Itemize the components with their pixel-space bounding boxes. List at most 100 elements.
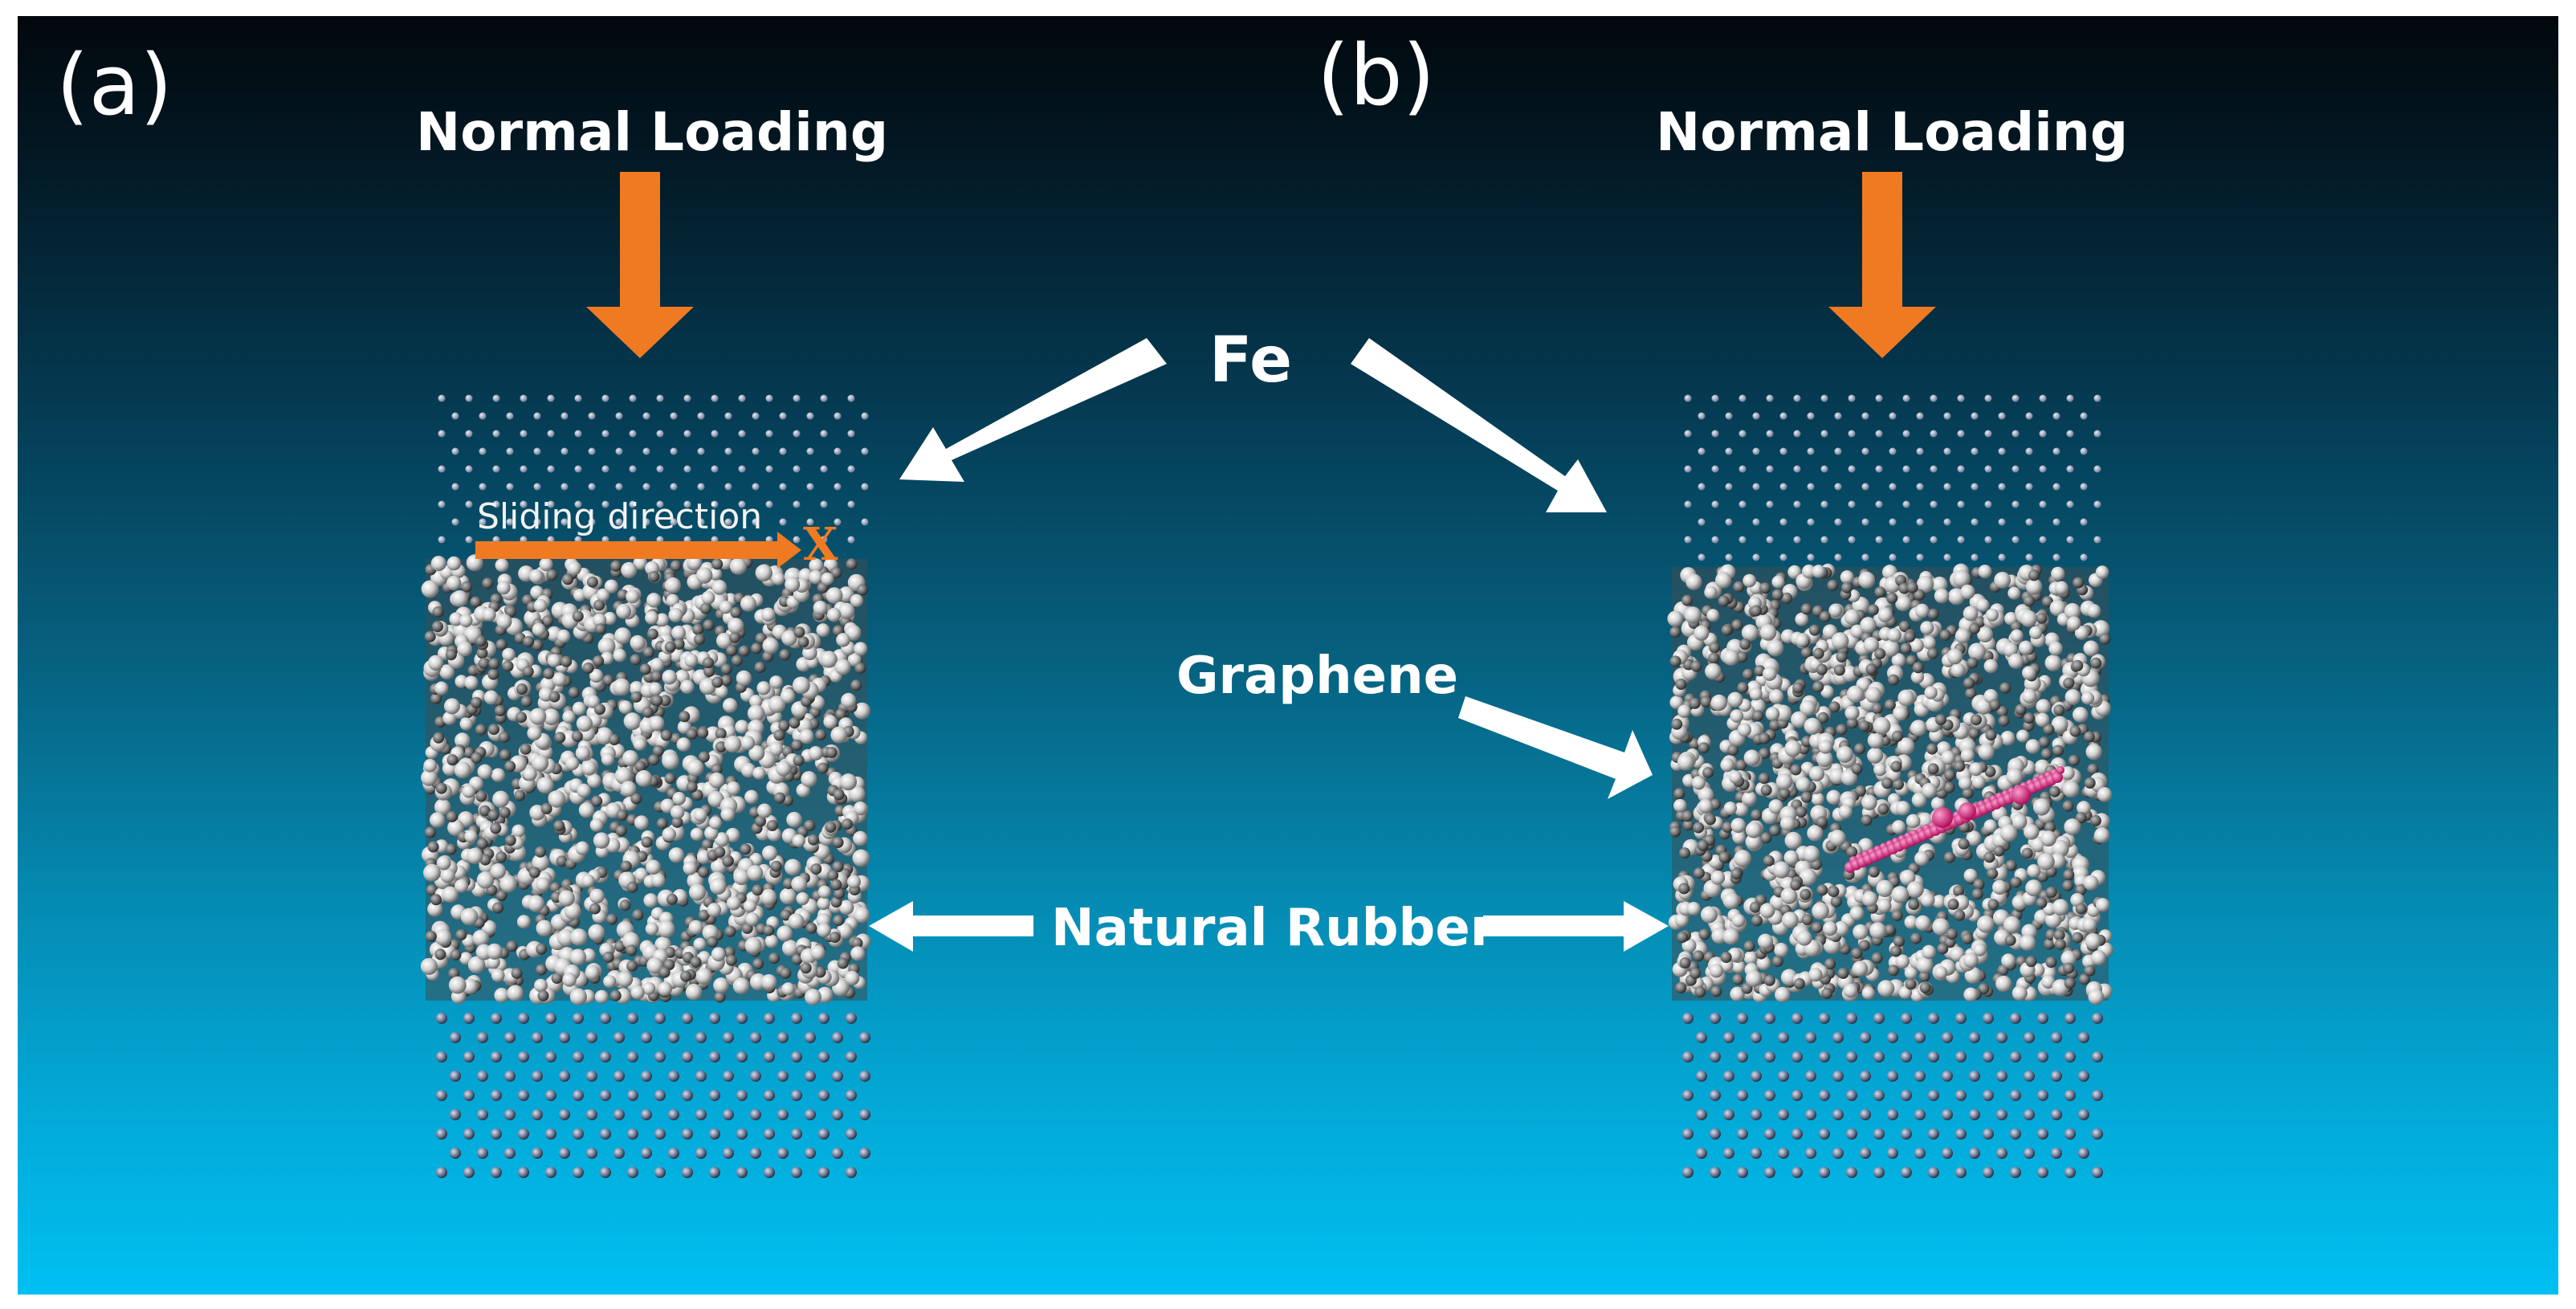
rubber-atom	[1681, 594, 1694, 606]
rubber-atom	[1861, 814, 1873, 826]
rubber-atom	[726, 781, 740, 796]
rubber-atom	[766, 820, 778, 831]
rubber-atom	[823, 715, 838, 729]
rubber-atom	[655, 613, 670, 627]
fe-atom	[1791, 1090, 1803, 1101]
fe-atom	[600, 1167, 611, 1178]
rubber-atom	[704, 826, 719, 841]
fe-atom	[1778, 1070, 1789, 1082]
rubber-atom	[1852, 960, 1869, 977]
fe-atom	[1725, 412, 1733, 420]
fe-atom	[2037, 1051, 2048, 1062]
rubber-atom	[707, 903, 722, 917]
fe-atom	[1916, 518, 1924, 526]
fe-atom	[491, 1013, 502, 1024]
rubber-atom	[1812, 902, 1830, 920]
fe-atom	[2025, 518, 2033, 526]
rubber-atom	[731, 654, 743, 667]
rubber-atom	[1775, 773, 1793, 790]
fe-atom	[818, 1013, 829, 1024]
rubber-atom	[1963, 606, 1979, 622]
fe-atom	[2024, 1148, 2035, 1159]
rubber-atom	[635, 769, 653, 787]
rubber-atom	[532, 854, 550, 871]
fe-atom	[1914, 1032, 1926, 1043]
rubber-atom	[535, 846, 546, 858]
fe-atom	[573, 1090, 584, 1101]
rubber-atom	[449, 612, 463, 626]
rubber-atom	[462, 785, 476, 798]
rubber-atom	[1795, 612, 1809, 626]
fe-atom	[547, 500, 555, 508]
rubber-atom	[1690, 660, 1702, 672]
fe-atom	[1957, 394, 1965, 402]
fe-atom	[668, 1032, 679, 1043]
rubber-atom	[779, 887, 797, 905]
rubber-atom	[1922, 635, 1936, 650]
fe-atom	[451, 518, 459, 526]
rubber-atom	[504, 761, 516, 773]
fe-atom	[642, 483, 650, 491]
pointer-arrow-icon	[869, 901, 1033, 952]
rubber-atom	[495, 851, 507, 863]
fe-atom	[656, 430, 664, 438]
rubber-atom	[626, 881, 638, 893]
fe-atom	[765, 465, 773, 473]
fe-atom	[1969, 1148, 1980, 1159]
fe-atom	[861, 518, 869, 526]
rubber-atom	[1823, 921, 1838, 936]
rubber-atom	[532, 754, 549, 772]
rubber-atom	[630, 691, 642, 703]
rubber-atom	[698, 867, 710, 878]
rubber-atom	[2090, 657, 2102, 669]
rubber-atom	[426, 884, 438, 896]
fe-atom	[1957, 536, 1965, 544]
rubber-atom	[496, 614, 512, 630]
rubber-atom	[830, 896, 842, 908]
fe-atom	[573, 1167, 584, 1178]
rubber-atom	[1943, 781, 1955, 793]
rubber-atom	[1736, 651, 1748, 663]
fe-atom	[1834, 447, 1842, 455]
rubber-atom	[1718, 851, 1730, 863]
fe-atom	[2066, 430, 2074, 438]
rubber-atom	[2062, 800, 2074, 812]
rubber-atom	[2067, 616, 2081, 630]
rubber-atom	[589, 668, 604, 683]
rubber-atom	[1906, 581, 1918, 593]
fe-atom	[2066, 465, 2074, 473]
rubber-atom	[1978, 744, 1995, 761]
pointer-arrow-icon	[1458, 696, 1653, 799]
rubber-atom	[1774, 942, 1789, 958]
fe-atom	[1819, 1128, 1830, 1140]
rubber-atom	[1769, 825, 1781, 837]
rubber-atom	[1698, 928, 1710, 940]
rubber-atom	[433, 732, 445, 744]
fe-atom	[683, 465, 691, 473]
fe-atom	[1848, 536, 1856, 544]
fe-atom	[832, 1032, 843, 1043]
fe-atom	[1873, 1051, 1885, 1062]
fe-atom	[1807, 447, 1815, 455]
fe-atom	[533, 483, 541, 491]
rubber-atom	[1768, 689, 1784, 704]
rubber-atom	[581, 874, 595, 888]
fe-atom	[1889, 518, 1897, 526]
rubber-atom	[1858, 571, 1876, 589]
fe-atom	[492, 430, 500, 438]
fe-atom	[613, 1148, 625, 1159]
fe-atom	[2039, 536, 2047, 544]
rubber-atom	[2025, 739, 2040, 754]
rubber-atom	[755, 564, 772, 581]
fe-atom	[1723, 1070, 1734, 1082]
rubber-atom	[1968, 642, 1986, 661]
rubber-atom	[1836, 724, 1848, 736]
rubber-atom	[688, 883, 707, 901]
fe-atom	[779, 483, 787, 491]
fe-atom	[791, 1090, 802, 1101]
rubber-atom	[1836, 650, 1848, 663]
down-arrow-icon	[586, 172, 694, 358]
fe-atom	[1834, 412, 1842, 420]
fe-atom	[1887, 1109, 1898, 1120]
fe-atom	[518, 1013, 529, 1024]
